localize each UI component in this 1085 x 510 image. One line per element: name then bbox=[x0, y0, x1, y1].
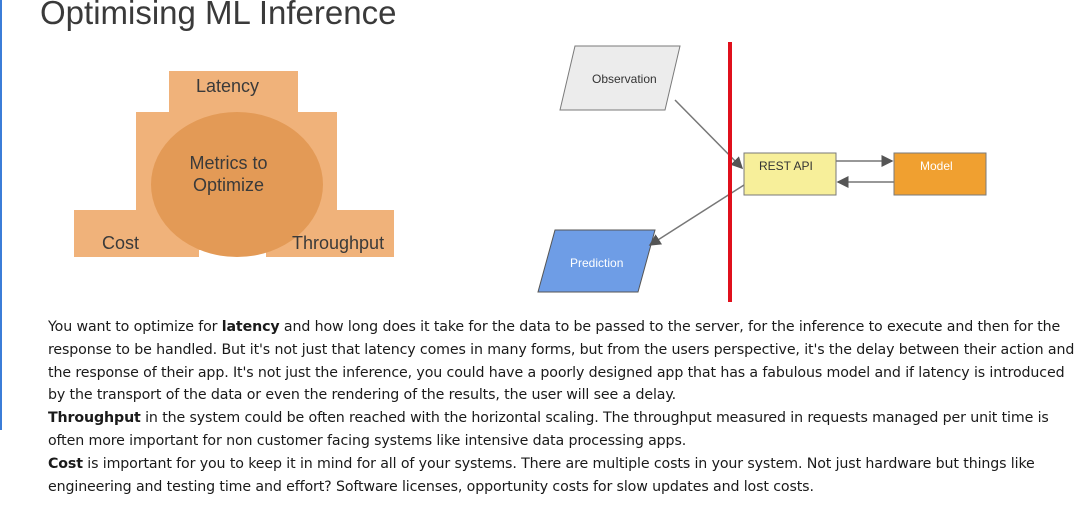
throughput-paragraph: Throughput in the system could be often … bbox=[48, 407, 1078, 453]
center-label-line1: Metrics to bbox=[189, 153, 268, 173]
prediction-shape bbox=[537, 229, 656, 293]
left-margin-rule bbox=[0, 0, 2, 430]
observation-shape bbox=[559, 45, 681, 111]
rest-api-shape bbox=[743, 152, 837, 196]
throughput-label: Throughput bbox=[292, 233, 385, 253]
observation-label: Observation bbox=[592, 72, 657, 86]
rest-api-label: REST API bbox=[759, 159, 813, 173]
latency-intro: You want to optimize for bbox=[48, 319, 222, 335]
model-label: Model bbox=[920, 159, 953, 173]
cost-label: Cost bbox=[102, 233, 140, 253]
model-shape bbox=[893, 152, 987, 196]
cost-term: Cost bbox=[48, 455, 83, 472]
latency-block bbox=[169, 71, 298, 116]
throughput-body: in the system could be often reached wit… bbox=[48, 410, 1049, 449]
page-title: Optimising ML Inference bbox=[40, 0, 397, 31]
metrics-center-circle bbox=[151, 112, 323, 257]
latency-term: latency bbox=[221, 319, 280, 335]
metrics-diagram: Latency Metrics to Optimize Cost Through… bbox=[0, 0, 420, 270]
cost-paragraph: Cost is important for you to keep it in … bbox=[48, 453, 1078, 499]
latency-label: Latency bbox=[196, 76, 260, 96]
inference-flow-diagram: Observation Prediction REST API Model bbox=[530, 40, 1000, 305]
flow-diagram-svg bbox=[537, 42, 987, 302]
throughput-term: Throughput bbox=[48, 410, 141, 427]
center-label-line2: Optimize bbox=[192, 175, 264, 195]
latency-body: and how long does it take for the data t… bbox=[48, 319, 1075, 404]
metrics-center-label: Metrics to Optimize bbox=[151, 152, 306, 196]
description-text: You want to optimize for latency and how… bbox=[48, 316, 1078, 498]
latency-paragraph: You want to optimize for latency and how… bbox=[48, 316, 1078, 407]
cost-body: is important for you to keep it in mind … bbox=[48, 455, 1035, 495]
prediction-label: Prediction bbox=[570, 256, 624, 270]
